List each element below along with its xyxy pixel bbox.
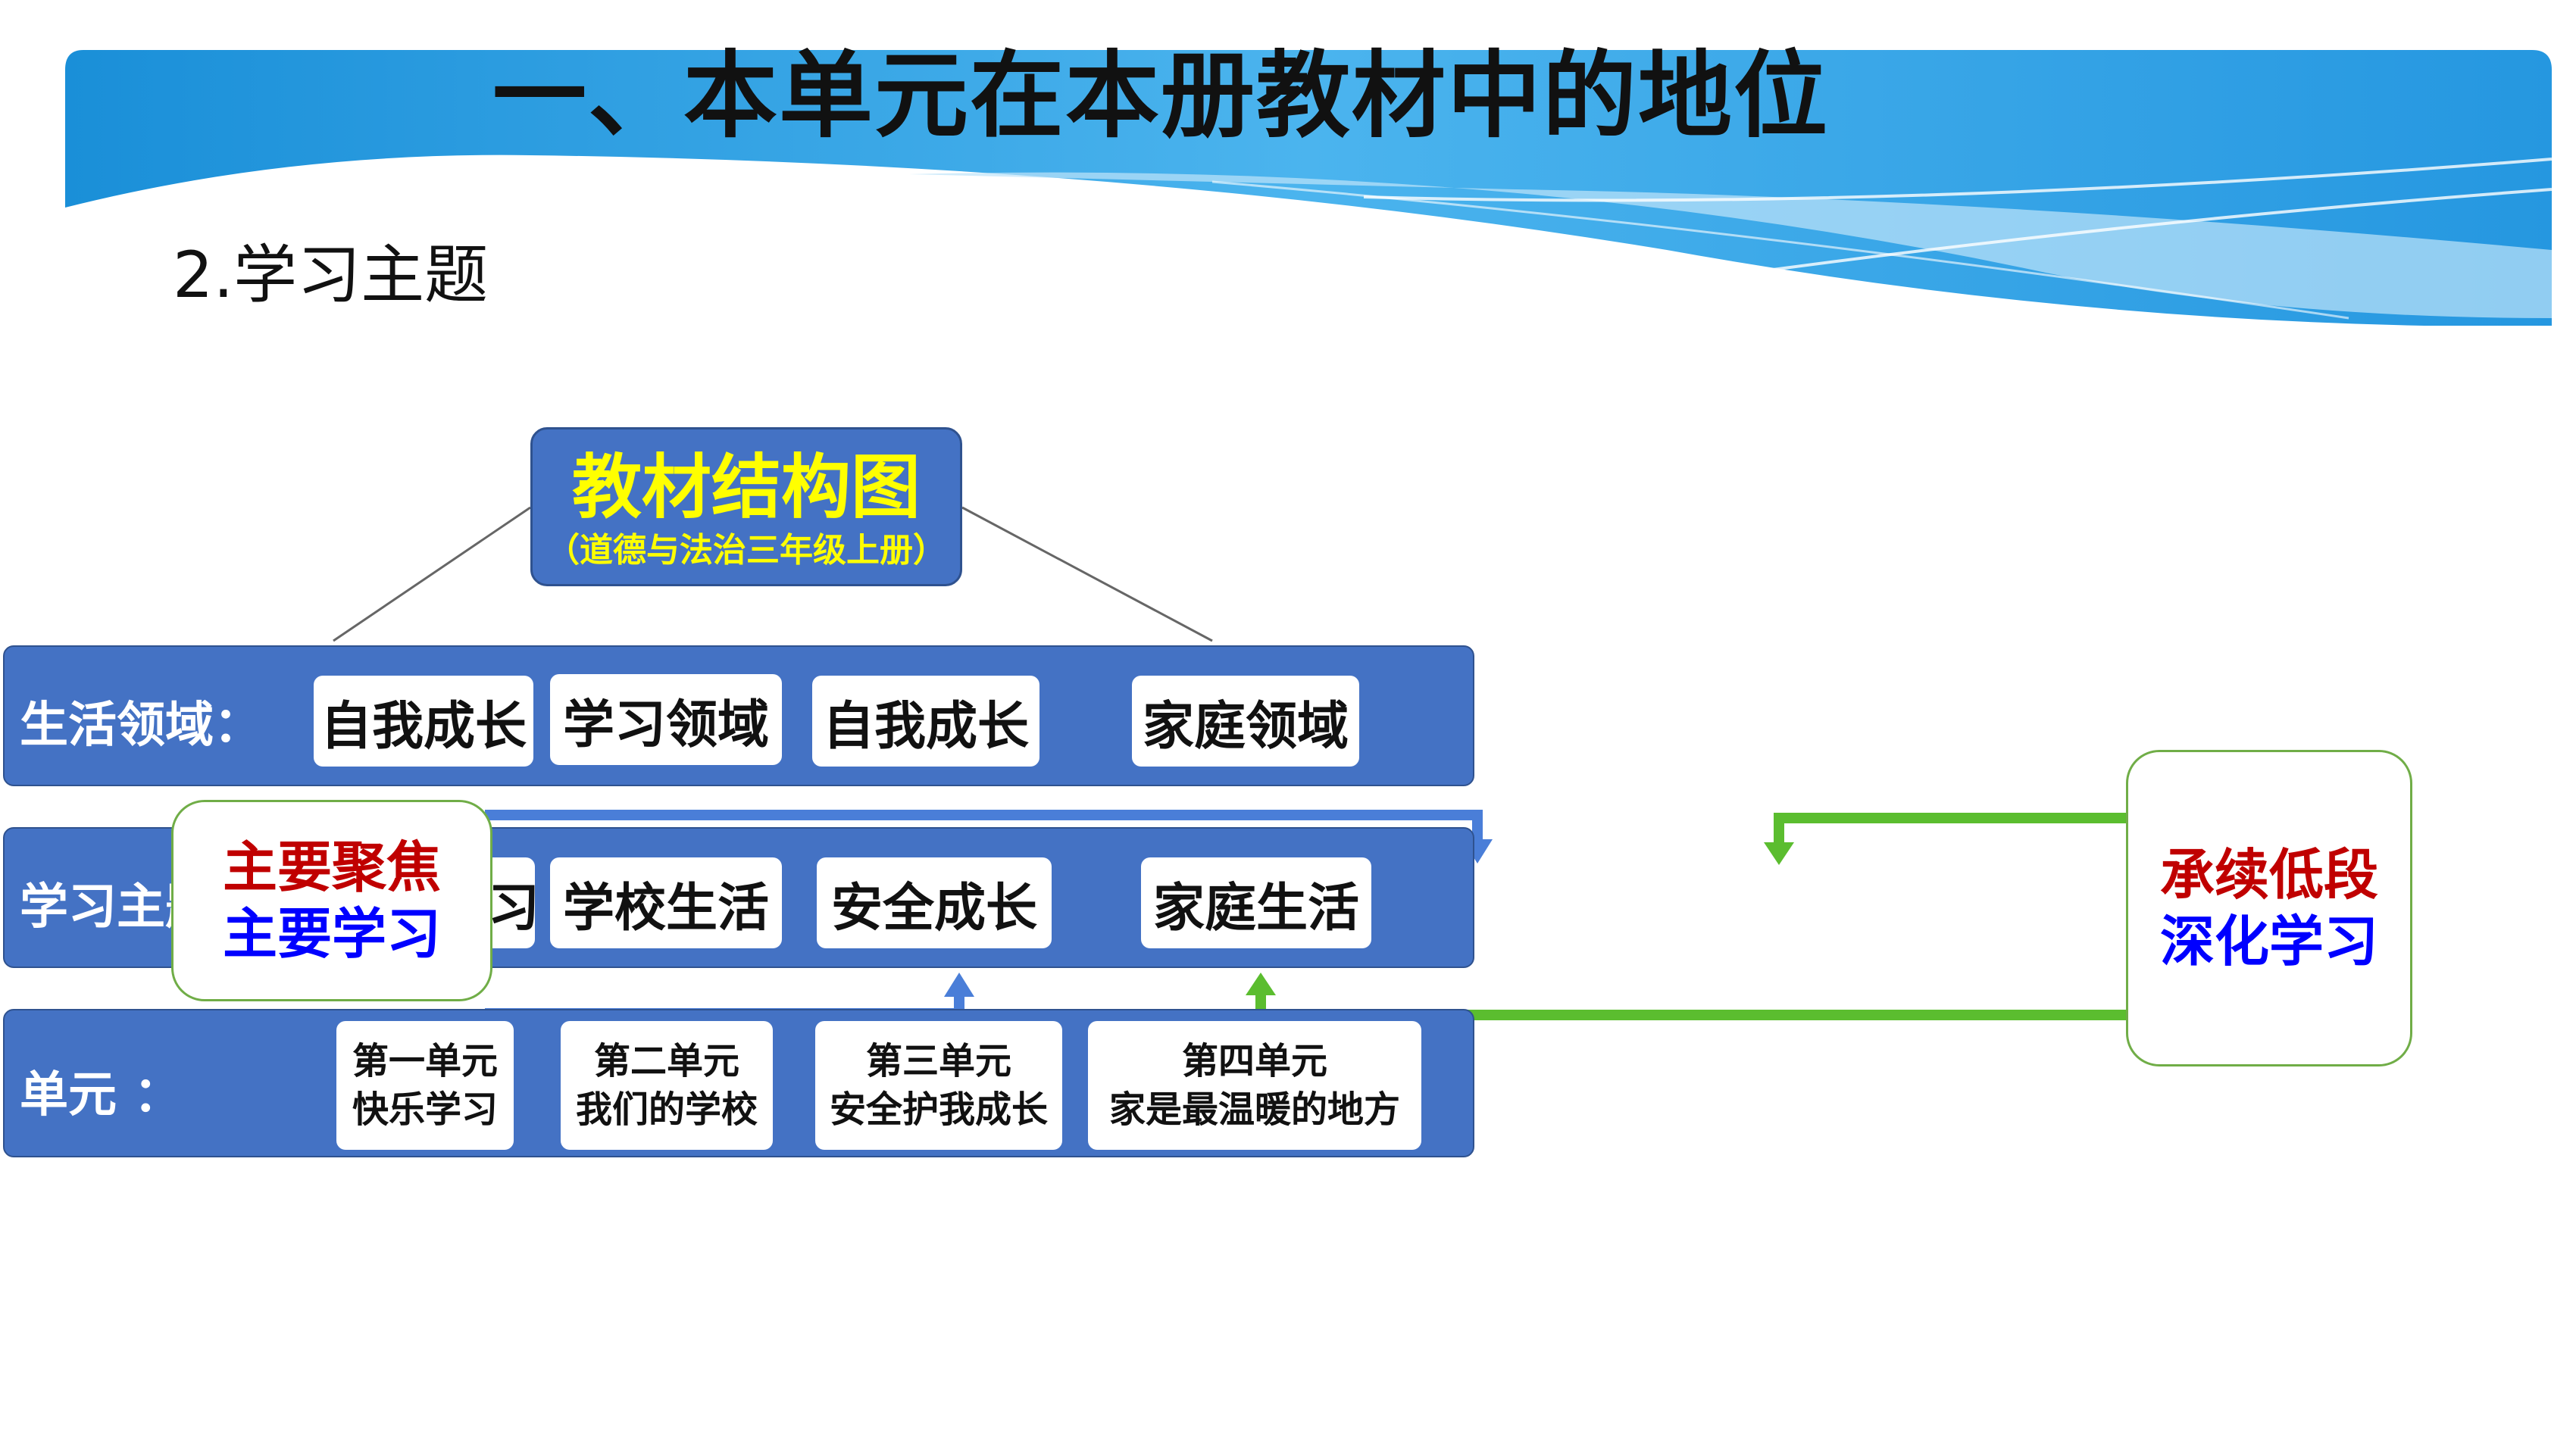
root-subtitle: （道德与法治三年级上册） xyxy=(546,531,946,570)
domain-row-label: 生活领域： xyxy=(20,698,262,754)
page-title: 一、本单元在本册教材中的地位 xyxy=(492,42,1830,151)
unit-2-title: 我们的学校 xyxy=(575,1088,758,1131)
theme-tile-3: 安全成长 xyxy=(817,857,1052,948)
green-arrow-top xyxy=(1774,813,2126,848)
unit-tile-2: 第二单元 我们的学校 xyxy=(561,1021,773,1150)
section-subtitle: 2.学习主题 xyxy=(173,238,489,312)
unit-1-number: 第一单元 xyxy=(352,1040,498,1082)
theme-tile-4: 家庭生活 xyxy=(1141,857,1371,948)
domain-tile-2: 学习领域 xyxy=(550,674,782,765)
domain-tile-3: 自我成长 xyxy=(812,676,1039,767)
focus-callout-line2: 主要学习 xyxy=(222,902,441,966)
focus-callout: 主要聚焦 主要学习 xyxy=(171,800,492,1001)
unit-3-title: 安全护我成长 xyxy=(829,1088,1048,1131)
unit-1-title: 快乐学习 xyxy=(352,1088,498,1131)
root-title: 教材结构图 xyxy=(571,447,921,528)
unit-tile-4: 第四单元 家是最温暖的地方 xyxy=(1088,1021,1421,1150)
unit-row-label: 单元 ： xyxy=(20,1067,183,1123)
header-banner xyxy=(65,50,2553,326)
domain-tile-1: 自我成长 xyxy=(314,676,533,767)
root-link-right xyxy=(961,506,1213,642)
continue-callout: 承续低段 深化学习 xyxy=(2126,750,2412,1066)
root-link-left xyxy=(333,506,531,642)
unit-tile-1: 第一单元 快乐学习 xyxy=(336,1021,514,1150)
unit-4-number: 第四单元 xyxy=(1181,1040,1327,1082)
structure-root-node: 教材结构图 （道德与法治三年级上册） xyxy=(530,427,962,586)
blue-arrow-top xyxy=(485,810,1483,845)
focus-callout-line1: 主要聚焦 xyxy=(222,835,441,899)
unit-3-number: 第三单元 xyxy=(865,1040,1011,1082)
domain-row: 生活领域： 自我成长 学习领域 自我成长 家庭领域 xyxy=(3,645,1474,786)
unit-4-title: 家是最温暖的地方 xyxy=(1108,1088,1400,1131)
unit-row: 单元 ： 第一单元 快乐学习 第二单元 我们的学校 第三单元 安全护我成长 第四… xyxy=(3,1009,1474,1157)
domain-tile-4: 家庭领域 xyxy=(1132,676,1359,767)
unit-2-number: 第二单元 xyxy=(593,1040,739,1082)
continue-callout-line2: 深化学习 xyxy=(2159,910,2378,973)
unit-tile-3: 第三单元 安全护我成长 xyxy=(815,1021,1062,1150)
continue-callout-line1: 承续低段 xyxy=(2159,843,2378,907)
theme-tile-2: 学校生活 xyxy=(550,857,782,948)
